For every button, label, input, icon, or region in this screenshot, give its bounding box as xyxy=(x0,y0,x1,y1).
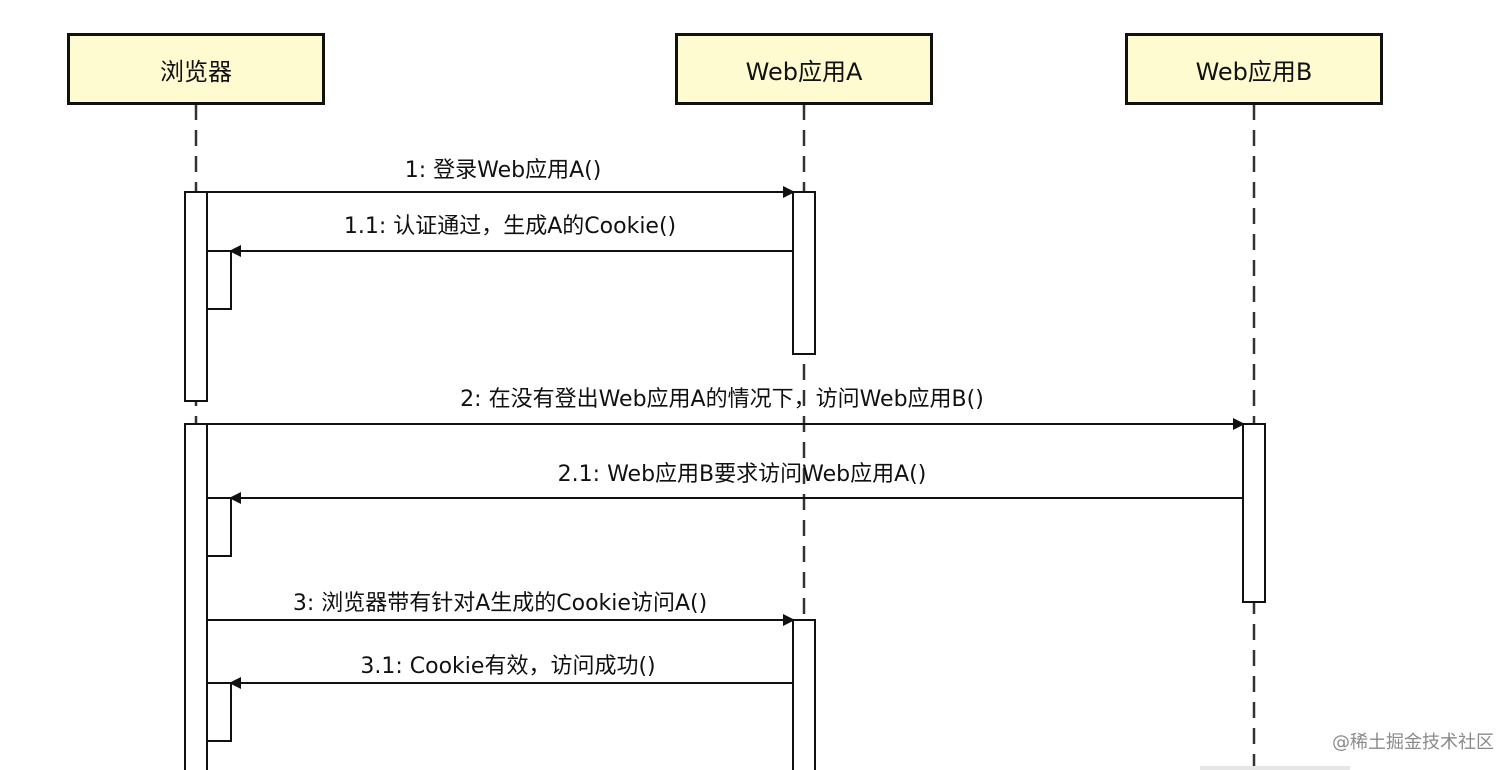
message-label-3: 3: 浏览器带有针对A生成的Cookie访问A() xyxy=(292,591,708,616)
nested-activation-3-1 xyxy=(206,682,232,742)
activation-browser-1 xyxy=(184,191,208,402)
message-label-3-1: 3.1: Cookie有效，访问成功() xyxy=(360,654,656,679)
participant-browser: 浏览器 xyxy=(67,33,325,105)
activation-app-b xyxy=(1242,423,1266,603)
activation-browser-2 xyxy=(184,423,208,770)
participant-label: Web应用A xyxy=(745,57,863,86)
participant-app-a: Web应用A xyxy=(675,33,933,105)
nested-activation-1-1 xyxy=(206,250,232,310)
activation-app-a-1 xyxy=(792,191,816,355)
message-label-2: 2: 在没有登出Web应用A的情况下，访问Web应用B() xyxy=(460,387,984,412)
watermark: @稀土掘金技术社区 xyxy=(1332,732,1494,753)
participant-app-b: Web应用B xyxy=(1125,33,1383,105)
message-label-2-1: 2.1: Web应用B要求访问Web应用A() xyxy=(557,462,927,487)
message-label-1-1: 1.1: 认证通过，生成A的Cookie() xyxy=(343,214,677,239)
participant-label: 浏览器 xyxy=(160,57,232,86)
activation-app-a-2 xyxy=(792,619,816,770)
nested-activation-2-1 xyxy=(206,497,232,557)
participant-label: Web应用B xyxy=(1195,57,1313,86)
message-label-1: 1: 登录Web应用A() xyxy=(404,158,602,183)
bottom-edge-chip xyxy=(1200,766,1350,770)
